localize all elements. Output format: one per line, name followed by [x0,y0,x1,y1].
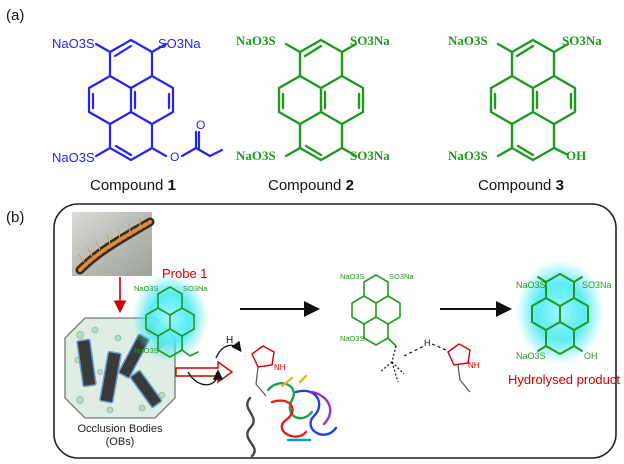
compound-2-sub-top-left: NaO3S [236,33,276,48]
compound-1-oxygen: O [170,150,179,164]
ribbon-gray [246,396,256,458]
product-sub-top-left: NaO3S [516,280,546,290]
compound-2-rings [277,38,365,162]
intermediate-h-label: H [424,338,431,348]
ribbon-green [266,382,314,420]
compound-1-carbonyl-oxygen: O [196,118,205,132]
proton-curved-arrow [215,340,242,359]
histidine-1: NH [251,345,286,397]
compound-3-structure: NaO3S SO3Na NaO3S OH Compound 3 [448,33,602,194]
hydrolysed-product-molecule: NaO3S SO3Na NaO3S OH [516,260,612,364]
histidine-1-nh: NH [274,363,286,372]
ribbon-purple [310,390,332,426]
compound-1-caption: Compound 1 [90,177,176,194]
product-sub-hydroxyl: OH [584,351,598,361]
compound-2-number: 2 [346,177,354,194]
imidazole-2-ring [447,343,471,366]
proton-h-label: H [226,335,233,346]
protein-ribbon [246,374,338,458]
imidazole-1-ring [251,345,275,368]
compound-3-number: 3 [556,177,564,194]
compound-3-rings [489,38,577,162]
product-rings [531,273,589,355]
caterpillar-stripes [78,220,152,272]
compound-1-sub-bottom-left: NaO3S [52,150,95,165]
panel-b-label: (b) [6,209,24,226]
histidine-2-chain [457,364,471,393]
ribbon-red [270,399,308,438]
histidine-2-nh: NH [468,361,480,370]
ob-rods [76,333,163,409]
compound-2-sub-top-right: SO3Na [350,33,390,48]
compound-2-sub-bottom-left: NaO3S [236,148,276,163]
compound-2-caption: Compound 2 [268,177,354,194]
panel-a-label: (a) [6,7,24,24]
compound-2-sub-bottom-right: SO3Na [350,148,390,163]
caterpillar-photo [72,212,155,276]
ribbon-yellow [280,374,308,388]
compound-2-caption-prefix: Compound [268,177,346,194]
compound-3-caption: Compound 3 [478,177,564,194]
histidine-2: NH [431,343,480,393]
compound-3-sub-top-right: SO3Na [562,33,602,48]
probe-1-rings [145,286,199,358]
probe-sub-top-left: NaO3S [134,284,159,293]
product-sub-top-right: SO3Na [582,280,612,290]
attack-curved-arrow [187,369,224,386]
compound-3-sub-top-left: NaO3S [448,33,488,48]
intermediate-sub-top-left: NaO3S [340,272,365,281]
compound-1-sub-top-left: NaO3S [52,36,95,51]
hbond-dashed-1 [403,345,425,357]
caterpillar-hairs [77,218,141,263]
histidine-1-chain [255,366,267,397]
compound-2-structure: NaO3S SO3Na NaO3S SO3Na Compound 2 [236,33,390,194]
compound-1-sub-top-right: SO3Na [158,36,201,51]
intermediate-sub-bottom-left: NaO3S [340,334,365,343]
compound-3-caption-prefix: Compound [478,177,556,194]
ob-label-line2: (OBs) [106,436,135,448]
product-sub-bottom-left: NaO3S [516,351,546,361]
probe-sub-top-right: SO3Na [183,284,208,293]
intermediate-tetrahedral [379,345,405,383]
compound-3-sub-hydroxyl: OH [566,148,586,163]
probe-1-molecule: NaO3S SO3Na NaO3S [132,274,208,362]
compound-1-number: 1 [168,177,176,194]
probe-sub-bottom-left: NaO3S [134,346,159,355]
compound-1-caption-prefix: Compound [90,177,168,194]
intermediate-molecule: NaO3S SO3Na NaO3S H [340,272,431,383]
ob-label-line1: Occlusion Bodies [78,423,163,435]
compound-1-structure: NaO3S SO3Na NaO3S O O Compound 1 [52,36,224,194]
intermediate-rings [351,274,401,347]
compound-3-sub-bottom-left: NaO3S [448,148,488,163]
hbond-dashed-2 [431,343,447,351]
intermediate-sub-top-right: SO3Na [389,272,414,281]
hydrolysed-product-label: Hydrolysed product [508,372,620,387]
panel-b-frame [53,203,617,459]
compound-1-rings [87,38,224,162]
